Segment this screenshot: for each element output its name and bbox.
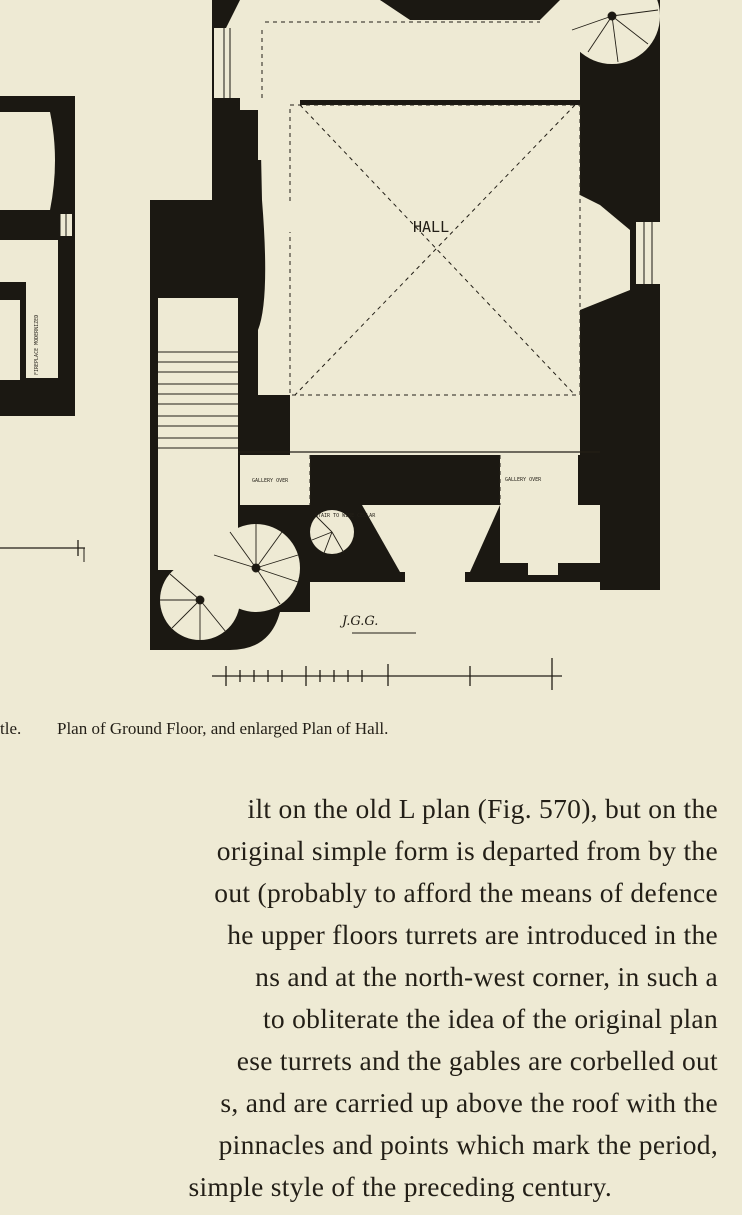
stair-label: STAIR TO WINE CELLAR [315, 513, 376, 519]
signature: J.G.G. [339, 614, 378, 629]
text-line: original simple form is departed from by… [216, 835, 718, 866]
caption-text: Plan of Ground Floor, and enlarged Plan … [57, 719, 389, 738]
gallery-label-left: GALLERY OVER [252, 478, 289, 484]
text-line: he upper floors turrets are introduced i… [227, 919, 718, 950]
floor-plan-figure: FIREPLACE MODERNIZED [0, 0, 660, 690]
text-line: pinnacles and points which mark the peri… [218, 1129, 718, 1160]
hall-label: HALL [413, 218, 449, 236]
text-line: out (probably to afford the means of def… [214, 877, 718, 908]
text-line: ese turrets and the gables are corbelled… [236, 1045, 718, 1076]
text-line: ns and at the north-west corner, in such… [255, 961, 718, 992]
text-line: simple style of the preceding century. [188, 1171, 612, 1202]
text-line: to obliterate the idea of the original p… [262, 1003, 718, 1034]
fireplace-label: FIREPLACE MODERNIZED [34, 315, 40, 375]
scale-bar [212, 658, 562, 690]
partial-plan-left [0, 96, 85, 562]
hall-vaulting-lines [261, 21, 581, 505]
text-line: ilt on the old L plan (Fig. 570), but on… [247, 793, 718, 824]
text-line: s, and are carried up above the roof wit… [220, 1087, 718, 1118]
spiral-stair-steps [160, 9, 659, 640]
caption-fragment: tle. [0, 719, 22, 738]
gallery-label-right: GALLERY OVER [505, 477, 542, 483]
main-plan [150, 0, 660, 650]
